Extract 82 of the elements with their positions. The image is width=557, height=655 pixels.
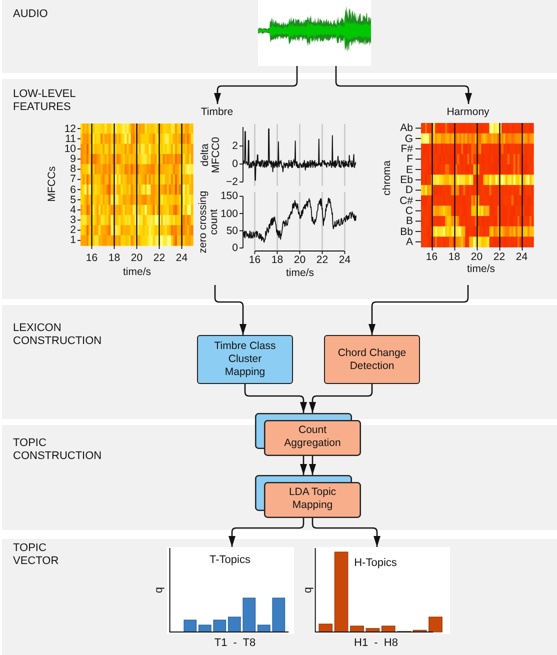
arrow xyxy=(309,456,316,475)
tick-label: 16 xyxy=(248,254,261,266)
tick-label: 22 xyxy=(153,252,166,264)
tick-label: 0 xyxy=(232,158,238,170)
stage-label: TOPIC CONSTRUCTION xyxy=(13,437,102,462)
process-box: Chord Change Detection xyxy=(324,335,420,384)
tick-label: 0 xyxy=(232,242,238,254)
axis-label: zero crossing count xyxy=(196,190,220,254)
axis-label: T1 - T8 xyxy=(214,637,256,649)
stage-band xyxy=(2,0,557,73)
tick-label: 3 xyxy=(70,214,76,226)
arrow xyxy=(335,66,472,104)
tick-label: 50 xyxy=(226,224,238,237)
tick-label: 16 xyxy=(86,252,98,264)
axis-label: time/s xyxy=(123,266,151,278)
arrow xyxy=(300,456,307,475)
stage-band xyxy=(2,539,557,655)
stage-label: LOW-LEVEL FEATURES xyxy=(13,88,76,113)
tick-label: 20 xyxy=(294,254,306,266)
tick-label: 18 xyxy=(271,254,284,266)
tick-label: 7 xyxy=(70,173,76,186)
tick-label: 20 xyxy=(130,252,143,264)
tick-label: F# xyxy=(400,142,413,155)
tick-label: C xyxy=(405,204,413,217)
tick-label: 2 xyxy=(232,140,238,152)
tick-label: B xyxy=(406,215,413,228)
tick-label: Bb xyxy=(400,226,413,238)
tick-label: 11 xyxy=(65,132,76,145)
tick-label: 16 xyxy=(426,251,438,263)
tick-label: 22 xyxy=(316,254,328,266)
stage-label: LEXICON CONSTRUCTION xyxy=(13,322,102,347)
tick-label: 8 xyxy=(70,163,76,176)
stage-label: AUDIO xyxy=(13,8,48,20)
tick-label: −2 xyxy=(226,176,238,188)
stage-label: TOPIC VECTOR xyxy=(13,542,59,567)
tick-label: 24 xyxy=(176,252,188,264)
axis-label: MFCCs xyxy=(46,166,58,202)
panel-title: Timbre xyxy=(200,106,234,118)
tick-label: 150 xyxy=(220,190,238,202)
tick-label: 5 xyxy=(70,194,76,206)
tick-label: A xyxy=(406,236,413,248)
chart-title: T-Topics xyxy=(210,554,250,566)
stage-band xyxy=(2,305,557,419)
axis-label: time/s xyxy=(467,263,495,275)
arrow xyxy=(214,66,298,104)
axis-label: H1 - H8 xyxy=(354,637,398,649)
process-box: Timbre Class Cluster Mapping xyxy=(197,335,293,384)
arrow xyxy=(214,285,246,335)
axis-label: q xyxy=(153,586,165,594)
tick-label: 6 xyxy=(70,184,76,196)
arrow xyxy=(228,518,304,547)
tick-label: 18 xyxy=(108,252,120,264)
stage-band xyxy=(2,425,557,530)
tick-label: 2 xyxy=(70,224,76,236)
tick-label: 24 xyxy=(516,251,528,263)
tick-label: 20 xyxy=(470,251,483,263)
tick-label: Ab xyxy=(400,122,413,134)
axis-label: delta MFCC0 xyxy=(198,136,222,174)
tick-label: 22 xyxy=(493,251,506,263)
tick-label: 12 xyxy=(64,122,76,135)
axis-label: q xyxy=(302,586,314,594)
tick-label: 100 xyxy=(220,208,238,220)
tick-label: 10 xyxy=(64,142,76,155)
tick-label: G xyxy=(404,132,413,144)
tick-label: D xyxy=(405,184,413,196)
axis-label: time/s xyxy=(286,267,314,279)
tick-label: Eb xyxy=(400,174,413,186)
chart-title: H-Topics xyxy=(354,557,397,569)
arrow xyxy=(368,285,469,335)
axis-label: chroma xyxy=(381,160,393,196)
stage-band xyxy=(2,79,557,299)
tick-label: 9 xyxy=(70,153,76,166)
tick-label: E xyxy=(406,164,413,176)
tick-label: 1 xyxy=(70,234,76,246)
tick-label: 24 xyxy=(338,254,351,266)
tick-label: 4 xyxy=(70,204,76,216)
tick-label: F xyxy=(406,153,413,166)
audio-waveform xyxy=(258,0,371,66)
arrow xyxy=(312,518,380,547)
tick-label: C# xyxy=(400,194,413,206)
tick-label: 18 xyxy=(448,251,460,263)
panel-title: Harmony xyxy=(446,106,490,118)
